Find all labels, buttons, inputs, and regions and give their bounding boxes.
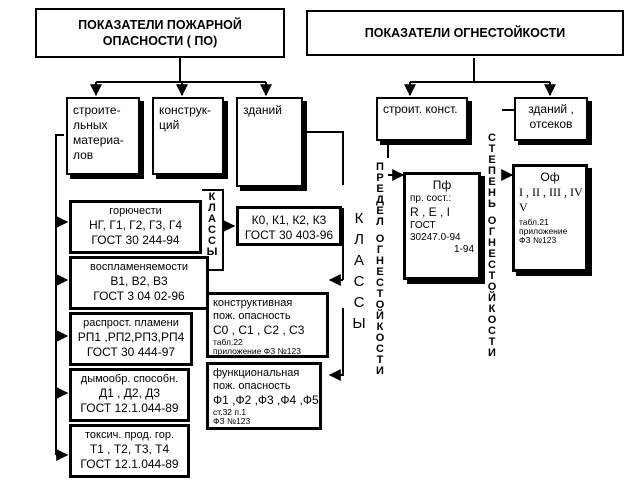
buildings-category-box: зданий xyxy=(236,97,303,187)
toxicity-box: токсич. прод. гор. Т1 , Т2, Т3, Т4 ГОСТ … xyxy=(69,424,190,478)
fire-hazard-header-text: ПОКАЗАТЕЛИ ПОЖАРНОЙ ОПАСНОСТИ ( ПО) xyxy=(78,18,242,48)
toxicity-title: токсич. прод. гор. xyxy=(85,429,174,441)
ignitability-box: воспламеняемости В1, В2, В3 ГОСТ 3 04 02… xyxy=(69,256,209,310)
fire-hazard-header: ПОКАЗАТЕЛИ ПОЖАРНОЙ ОПАСНОСТИ ( ПО) xyxy=(35,8,285,58)
limit-line-5: 1-94 xyxy=(453,244,474,255)
degree-title: Оф xyxy=(540,170,560,184)
functional-line-2: пож. опасность xyxy=(213,380,291,392)
degree-note-2: приложение xyxy=(519,226,568,236)
smoke-box: дымообр. способн. Д1 , Д2, Д3 ГОСТ 12.1.… xyxy=(69,368,190,422)
degree-note-3: ФЗ №123 xyxy=(519,235,557,245)
buildings-line-1: зданий xyxy=(243,103,282,117)
construction-classes-gost: ГОСТ 30 403-96 xyxy=(244,228,334,242)
flame-spread-title: распрост. пламени xyxy=(83,317,179,329)
structures-category-box: конструк- ций xyxy=(152,97,224,175)
constructive-note-2: приложение ФЗ №123 xyxy=(213,346,301,356)
functional-note-2: ФЗ №123 xyxy=(213,416,251,426)
flammability-classes: НГ, Г1, Г2, Г3, Г4 xyxy=(88,218,183,232)
functional-classes: Ф1 ,Ф2 ,Ф3 ,Ф4 ,Ф5 xyxy=(213,393,319,407)
flammability-gost: ГОСТ 30 244-94 xyxy=(91,233,180,247)
smoke-gost: ГОСТ 12.1.044-89 xyxy=(80,401,179,415)
constructive-fire-hazard-box: конструктивная пож. опасность С0 , С1 , … xyxy=(206,292,329,358)
degree-note-1: табл.21 xyxy=(519,217,549,227)
flammability-title: горючести xyxy=(109,205,162,217)
toxicity-gost: ГОСТ 12.1.044-89 xyxy=(80,457,179,471)
buildings-compartments-category-box: зданий , отсеков xyxy=(514,97,588,141)
constructive-note-1: табл.22 xyxy=(213,337,243,347)
flame-spread-classes: РП1 ,РП2,РП3,РП4 xyxy=(77,330,185,344)
construction-classes-box: К0, К1, К2, К3 ГОСТ 30 403-96 xyxy=(236,206,342,246)
constructive-classes: С0 , С1 , С2 , С3 xyxy=(213,323,305,337)
limit-line-2: R , E , I xyxy=(410,205,451,219)
building-structures-line: строит. конст. xyxy=(383,102,458,116)
flame-spread-box: распрост. пламени РП1 ,РП2,РП3,РП4 ГОСТ … xyxy=(69,312,193,366)
materials-category-box: строите- льных материа- лов xyxy=(66,97,140,175)
constructive-line-2: пож. опасность xyxy=(213,310,291,322)
fire-resistance-degree-box: Оф I , II , III , IV V табл.21 приложени… xyxy=(512,164,588,272)
constructive-line-1: конструктивная xyxy=(213,297,293,309)
degree-grades-1: I , II , III , IV xyxy=(519,185,583,199)
materials-line-2: льных xyxy=(73,118,108,132)
toxicity-classes: Т1 , Т2, Т3, Т4 xyxy=(89,442,170,456)
construction-classes-values: К0, К1, К2, К3 xyxy=(251,213,327,227)
flammability-box: горючести НГ, Г1, Г2, Г3, Г4 ГОСТ 30 244… xyxy=(69,200,202,254)
smoke-title: дымообр. способн. xyxy=(80,373,179,385)
building-structures-category-box: строит. конст. xyxy=(376,97,468,141)
materials-line-4: лов xyxy=(73,148,94,162)
limit-line-1: пр. сост.: xyxy=(410,193,452,204)
functional-fire-hazard-box: функциональная пож. опасность Ф1 ,Ф2 ,Ф3… xyxy=(206,362,322,430)
ignitability-classes: В1, В2, В3 xyxy=(110,274,168,288)
fire-resistance-limit-box: Пф пр. сост.: R , E , I ГОСТ 30247.0-94 … xyxy=(403,172,481,280)
limit-title: Пф xyxy=(432,178,452,192)
structures-line-1: конструк- xyxy=(159,103,211,117)
buildings-compartments-line-2: отсеков xyxy=(529,117,573,131)
structures-line-2: ций xyxy=(159,118,180,132)
functional-line-1: функциональная xyxy=(213,367,300,379)
limit-line-4: 30247.0-94 xyxy=(410,232,461,243)
materials-line-3: материа- xyxy=(73,133,124,147)
flame-spread-gost: ГОСТ 30 444-97 xyxy=(86,345,176,359)
fire-resistance-header: ПОКАЗАТЕЛИ ОГНЕСТОЙКОСТИ xyxy=(306,10,624,56)
fire-resistance-header-text: ПОКАЗАТЕЛИ ОГНЕСТОЙКОСТИ xyxy=(364,26,566,40)
buildings-compartments-line-1: зданий , xyxy=(528,102,574,116)
functional-note-1: ст.32 п.1 xyxy=(213,407,247,417)
limit-line-3: ГОСТ xyxy=(410,220,436,231)
degree-grades-2: V xyxy=(519,200,528,214)
ignitability-title: воспламеняемости xyxy=(89,261,189,273)
smoke-classes: Д1 , Д2, Д3 xyxy=(98,386,161,400)
materials-line-1: строите- xyxy=(73,103,121,117)
ignitability-gost: ГОСТ 3 04 02-96 xyxy=(93,289,185,303)
